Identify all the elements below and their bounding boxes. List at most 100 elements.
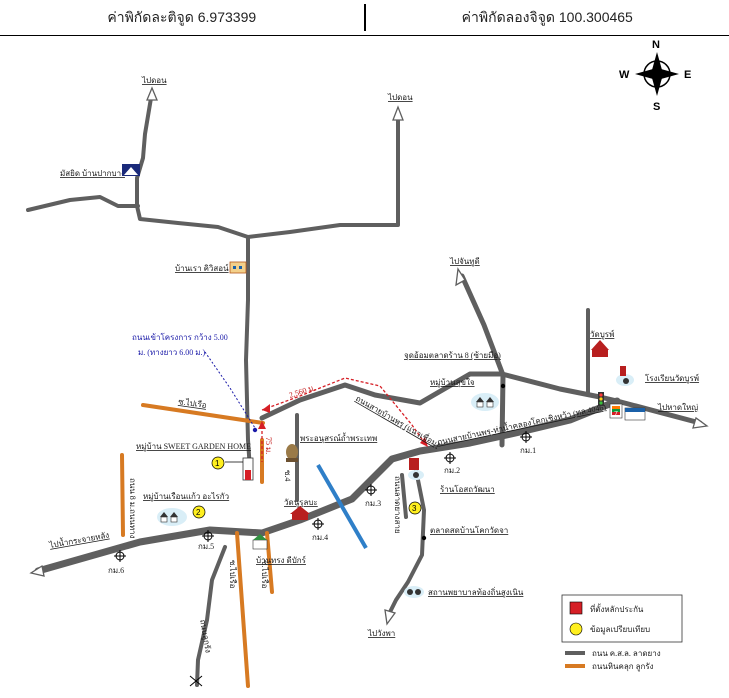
compass-needle-n bbox=[652, 52, 662, 70]
label-temple: วัดนูรุลบะ bbox=[284, 498, 318, 508]
junction-dot-3 bbox=[252, 427, 258, 433]
laterite-down-1 bbox=[235, 531, 250, 688]
hospital-icon bbox=[404, 586, 424, 598]
label-seven-jct: จุดอ้อมตลาดร้าน 8 (ซ้ายมือ) bbox=[404, 351, 501, 360]
svg-text:1: 1 bbox=[215, 459, 220, 468]
direction-arrows bbox=[29, 86, 709, 626]
school-right-icon bbox=[616, 366, 634, 386]
dist-75-label: 75 ม. bbox=[264, 437, 273, 454]
wat-right-icon bbox=[591, 340, 609, 357]
road-north-east bbox=[459, 273, 506, 448]
compass-needle-e bbox=[661, 69, 679, 79]
road-main bbox=[34, 397, 621, 575]
label-road-right-ver: ถนนลาดยางสาย bbox=[393, 476, 402, 534]
label-soi-left: ซ.ไปเรือ bbox=[178, 397, 208, 410]
km-marker-2 bbox=[444, 452, 456, 464]
compass-center bbox=[649, 66, 665, 82]
thai-house-icon bbox=[252, 534, 268, 550]
road-mid-east bbox=[259, 371, 703, 426]
dest-bottom: ไปวังพา bbox=[367, 629, 395, 638]
laterite-left bbox=[120, 453, 125, 537]
km-label-4: กม.4 bbox=[312, 533, 328, 542]
traffic-light-icon bbox=[598, 392, 604, 406]
compass-rose: N S E W bbox=[619, 39, 691, 113]
label-pharmacy: ร้านโอสถวัฒนา bbox=[440, 484, 495, 494]
svg-text:2: 2 bbox=[196, 508, 201, 517]
store-icon bbox=[624, 407, 646, 421]
road-north-mid bbox=[246, 116, 400, 239]
village-3-icon bbox=[471, 393, 499, 411]
longitude-label: ค่าพิกัดลองจิจูด 100.300465 bbox=[461, 8, 633, 25]
numbered-point-1: 1 bbox=[211, 456, 225, 470]
legend-reference-swatch bbox=[569, 622, 583, 636]
school-icon bbox=[229, 261, 247, 274]
header-divider bbox=[363, 4, 366, 31]
statue-icon bbox=[286, 444, 298, 462]
laterite-upper bbox=[141, 403, 265, 425]
compass-needle-s bbox=[652, 78, 662, 96]
legend-property-label: ที่ตั้งหลักประกัน bbox=[590, 603, 644, 614]
distance-arrow-left bbox=[262, 404, 270, 413]
label-soi-down-1: ซ.ไปเรือ bbox=[228, 560, 237, 589]
km-marker-1 bbox=[520, 431, 532, 443]
label-project: หมู่บ้าน SWEET GARDEN HOME bbox=[136, 442, 251, 452]
dest-hatyai: ไปหาดใหญ่ bbox=[657, 403, 698, 412]
note-road-width-1: ถนนเข้าโครงการ กว้าง 5.00 bbox=[132, 332, 228, 342]
arrow-south bbox=[384, 609, 397, 626]
temple-icon bbox=[290, 506, 310, 520]
note-road-width-2: ม. (ทางยาว 6.00 ม.) bbox=[138, 348, 206, 357]
arrow-north-east bbox=[455, 267, 466, 287]
road-left-north bbox=[135, 90, 250, 239]
compass-south-label: S bbox=[653, 101, 660, 113]
label-mosque: มัสยิด บ้านปากบาง bbox=[60, 169, 125, 178]
dest-lung-2: ไปดอน bbox=[387, 93, 413, 102]
project-house-icon bbox=[242, 457, 254, 481]
label-village-2: หมู่บ้านเรือนแก้ว อะไรกัว bbox=[143, 492, 229, 502]
km-marker-6 bbox=[114, 550, 126, 562]
km-marker-3 bbox=[365, 484, 377, 496]
compass-west-label: W bbox=[619, 69, 630, 81]
km-markers bbox=[114, 431, 532, 687]
coordinates-header: ค่าพิกัดละติจูด 6.973399 ค่าพิกัดลองจิจู… bbox=[0, 0, 729, 36]
arrow-north-left bbox=[146, 86, 158, 101]
distance-75-arrow bbox=[258, 421, 266, 429]
river-line bbox=[316, 463, 368, 550]
location-map[interactable]: N S E W ไปดอน ไปดอน ไปจันทูดี ไปหาดใหญ่ … bbox=[0, 36, 729, 698]
numbered-point-3: 3 bbox=[408, 501, 422, 515]
km-marker-4 bbox=[312, 518, 324, 530]
km-label-6: กม.6 bbox=[108, 566, 124, 575]
pharmacy-icon bbox=[408, 458, 424, 480]
distance-route-2560 bbox=[261, 377, 427, 446]
arrow-west bbox=[29, 564, 45, 577]
km-label-1: กม.1 bbox=[520, 446, 536, 455]
compass-east-label: E bbox=[684, 69, 691, 81]
road-short-3 bbox=[400, 473, 408, 519]
legend-laterite-label: ถนนหินคลุก ลูกรัง bbox=[592, 662, 654, 672]
road-left-west bbox=[26, 195, 140, 212]
km-label-2: กม.2 bbox=[444, 466, 460, 475]
svg-text:3: 3 bbox=[412, 504, 417, 513]
dest-lung-1: ไปดอน bbox=[141, 76, 167, 85]
village-2-icon bbox=[157, 508, 187, 526]
label-school: บ้านเรา คิวิสอน์ bbox=[175, 263, 229, 273]
road-southwest bbox=[195, 545, 227, 687]
dest-nam-noi: ไปน้ำกระจายหลัง bbox=[47, 529, 110, 551]
legend-property-swatch bbox=[569, 601, 583, 615]
label-soi-down-2: ซ.ไปเรือ bbox=[260, 560, 269, 589]
arrow-east bbox=[692, 416, 709, 429]
km-marker-5 bbox=[202, 530, 214, 542]
label-wat-right: วัดบูรพ์ bbox=[590, 329, 614, 340]
mosque-icon bbox=[122, 164, 140, 176]
label-market: ตลาดสดบ้านโคกวัดจา bbox=[430, 525, 508, 535]
arrow-north-mid bbox=[392, 105, 404, 121]
label-monk-statue: พระอนุสรณ์ถ้ำพระเทพ bbox=[300, 432, 377, 443]
label-thai-house: บ้านทรง ดีบักร์ bbox=[256, 555, 307, 565]
km-label-3: กม.3 bbox=[365, 499, 381, 508]
label-soi-vertical: ซ.4 bbox=[283, 470, 292, 481]
legend: ที่ตั้งหลักประกัน ข้อมูลเปรียบเทียบ ถนน … bbox=[561, 594, 683, 672]
label-village-3: หมู่บ้านสุขใจ bbox=[430, 378, 475, 388]
laterite-down-2 bbox=[265, 531, 274, 594]
legend-reference-label: ข้อมูลเปรียบเทียบ bbox=[590, 625, 650, 635]
compass-north-label: N bbox=[652, 39, 660, 51]
dest-sadao: ไปจันทูดี bbox=[449, 257, 480, 267]
